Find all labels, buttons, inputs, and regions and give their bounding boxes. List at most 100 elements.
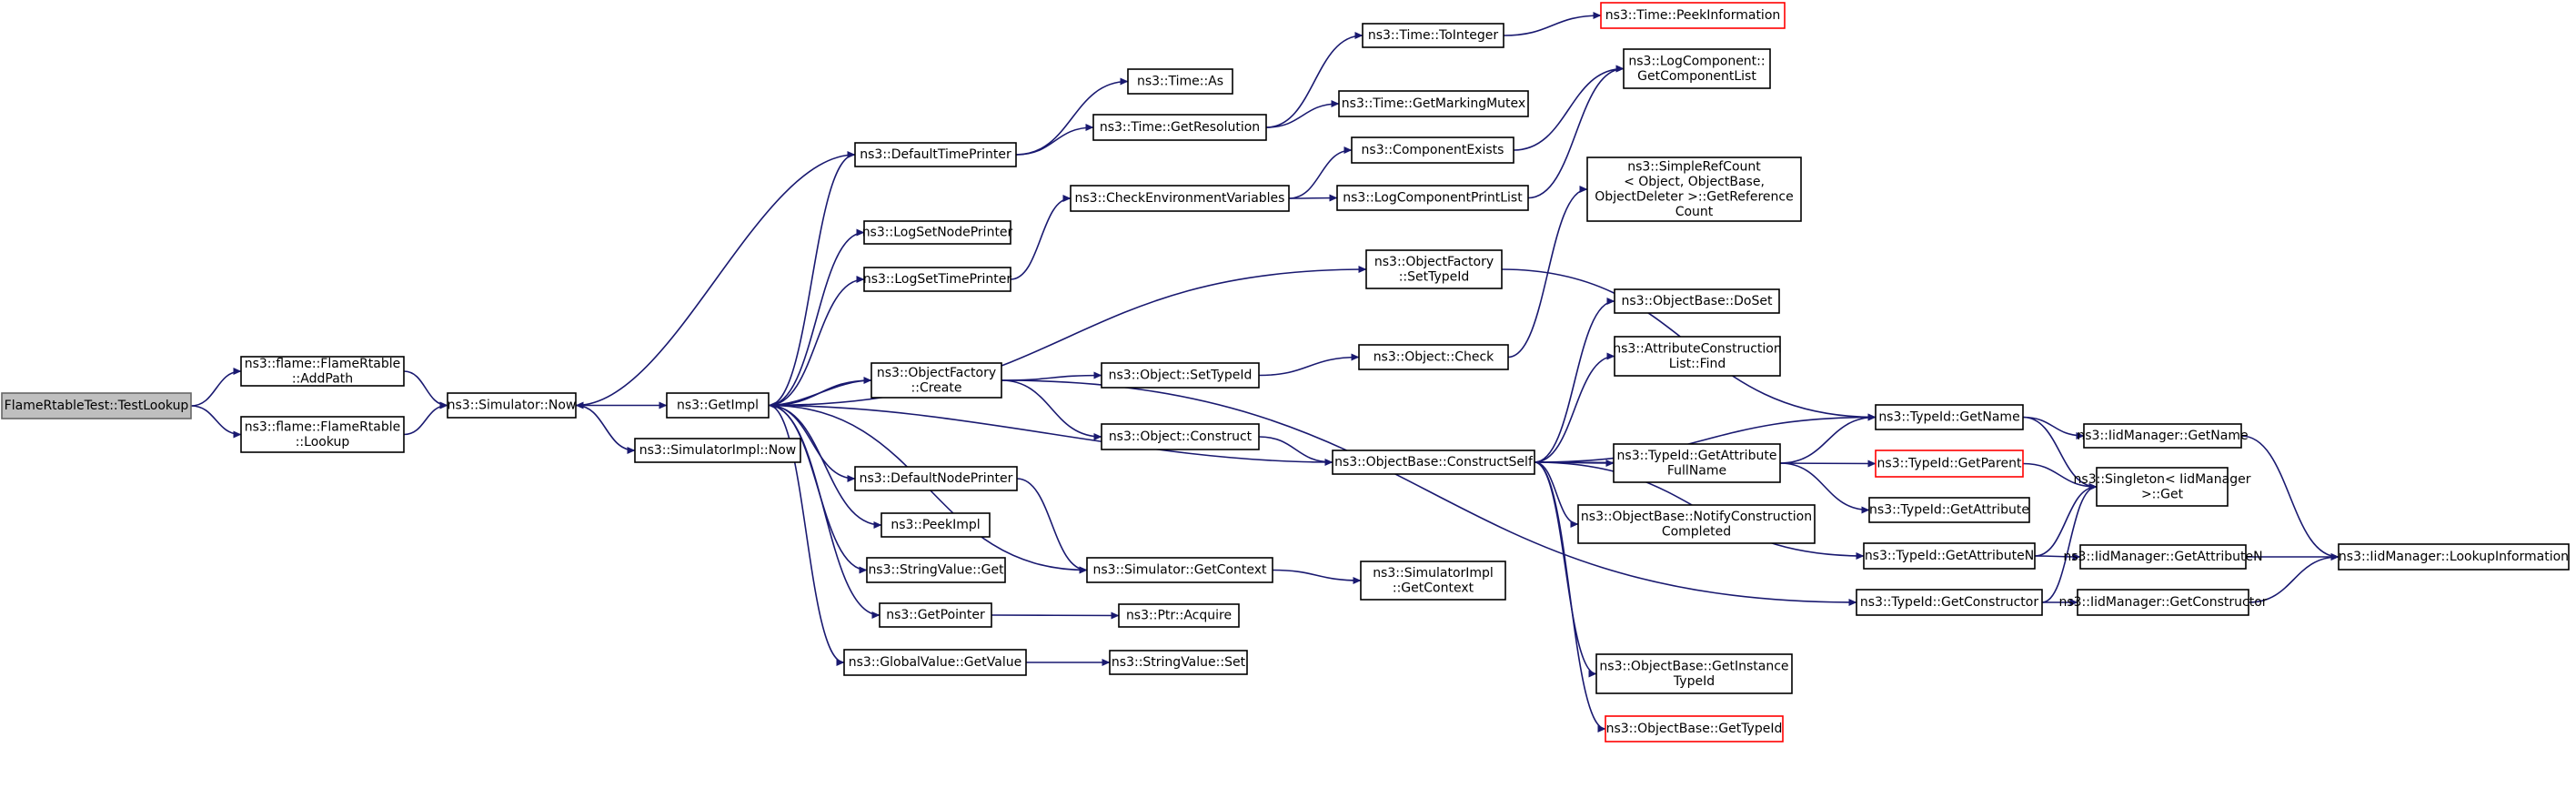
edge-testlookup-to-addpath — [190, 367, 242, 407]
node-logcompgetlist[interactable]: ns3::LogComponent::GetComponentList — [1623, 48, 1771, 89]
node-box — [1613, 443, 1781, 483]
node-box — [1109, 650, 1248, 675]
node-logcomponentprintlist[interactable]: ns3::LogComponentPrintList — [1336, 185, 1529, 211]
node-testlookup[interactable]: FlameRtableTest::TestLookup — [1, 392, 192, 419]
edge-objectsettypeid-to-objectcheck — [1258, 353, 1360, 377]
node-iidmgrgetname[interactable]: ns3::IidManager::GetName — [2077, 423, 2249, 449]
node-typeidgetattribute[interactable]: ns3::TypeId::GetAttribute — [1868, 497, 2030, 523]
node-label: ns3::TypeId::GetAttribute — [1617, 449, 1777, 463]
node-label: ns3::Simulator::Now — [448, 399, 577, 413]
node-box — [1332, 450, 1535, 475]
node-objfactsettypeid[interactable]: ns3::ObjectFactory::SetTypeId — [1365, 249, 1503, 289]
node-objectconstruct[interactable]: ns3::Object::Construct — [1101, 423, 1260, 450]
node-box — [1875, 404, 2024, 430]
node-globalvaluegetvalue[interactable]: ns3::GlobalValue::GetValue — [843, 649, 1027, 676]
edge-logcomponentprintlist-to-logcompgetlist — [1527, 65, 1625, 199]
node-label: ns3::ComponentExists — [1362, 143, 1504, 157]
node-objbaseconstructself[interactable]: ns3::ObjectBase::ConstructSelf — [1332, 450, 1535, 475]
node-box — [447, 392, 577, 419]
node-label: ns3::IidManager::GetConstructor — [2058, 595, 2267, 610]
node-typeidgetconstructor[interactable]: ns3::TypeId::GetConstructor — [1856, 589, 2043, 616]
node-objectcheck[interactable]: ns3::Object::Check — [1358, 344, 1509, 370]
node-singletonget[interactable]: ns3::Singleton< IidManager>::Get — [2074, 467, 2251, 507]
node-typeidgetattributen[interactable]: ns3::TypeId::GetAttributeN — [1863, 542, 2036, 570]
node-label: ns3::DefaultTimePrinter — [860, 147, 1011, 162]
node-label: ns3::LogSetTimePrinter — [863, 272, 1012, 287]
edge-objbaseconstructself-to-objbasegettypeid — [1534, 461, 1606, 732]
node-typeidgetname[interactable]: ns3::TypeId::GetName — [1875, 404, 2024, 430]
node-label: ns3::ObjectBase::GetInstance — [1599, 659, 1788, 673]
node-label: ns3::SimpleRefCount — [1627, 159, 1761, 174]
node-stringvalueset[interactable]: ns3::StringValue::Set — [1109, 650, 1248, 675]
node-logsetnodeprinter[interactable]: ns3::LogSetNodePrinter — [862, 220, 1013, 245]
node-logsettimeprinter[interactable]: ns3::LogSetTimePrinter — [863, 267, 1012, 292]
node-defaulttimeprinter[interactable]: ns3::DefaultTimePrinter — [854, 142, 1017, 167]
node-box — [1101, 362, 1260, 389]
node-label: ns3::LogComponent:: — [1628, 54, 1765, 68]
node-typeidgetparent[interactable]: ns3::TypeId::GetParent — [1875, 450, 2024, 478]
node-label: ns3::GetPointer — [886, 608, 985, 622]
node-getimpl[interactable]: ns3::GetImpl — [666, 392, 770, 419]
edge-getimpl-to-globalvaluegetvalue — [768, 404, 845, 666]
node-objbasegettypeid[interactable]: ns3::ObjectBase::GetTypeId — [1605, 715, 1784, 742]
node-objfactcreate[interactable]: ns3::ObjectFactory::Create — [870, 362, 1002, 399]
node-label: ns3::SimulatorImpl::Now — [639, 443, 797, 458]
edge-objbaseconstructself-to-objbasedoset — [1534, 297, 1615, 463]
node-objectsettypeid[interactable]: ns3::Object::SetTypeId — [1101, 362, 1260, 389]
node-objbasedoset[interactable]: ns3::ObjectBase::DoSet — [1614, 288, 1780, 314]
node-lookup[interactable]: ns3::flame::FlameRtable::Lookup — [240, 416, 405, 453]
edge-defaulttimeprinter-to-simnow — [575, 154, 856, 409]
node-label: List::Find — [1669, 357, 1726, 371]
node-box — [1336, 185, 1529, 211]
node-defaultnodeprinter[interactable]: ns3::DefaultNodePrinter — [854, 466, 1018, 491]
node-box — [854, 142, 1017, 167]
edge-getimpl-to-logsettimeprinter — [768, 275, 865, 407]
node-box — [2096, 467, 2229, 507]
node-simnow[interactable]: ns3::Simulator::Now — [447, 392, 577, 419]
node-componentexists[interactable]: ns3::ComponentExists — [1351, 136, 1514, 164]
node-getpointer[interactable]: ns3::GetPointer — [879, 602, 992, 628]
node-label: ns3::LogSetNodePrinter — [862, 226, 1013, 240]
node-label: ns3::IidManager::GetName — [2077, 429, 2248, 443]
node-iidmgrgetconstructor[interactable]: ns3::IidManager::GetConstructor — [2058, 589, 2268, 616]
edge-objfactcreate-to-typeidgetconstructor — [1001, 379, 1857, 607]
node-label: ns3::ObjectFactory — [877, 366, 996, 380]
node-label: ns3::IidManager::LookupInformation — [2339, 550, 2569, 564]
node-timetointeger[interactable]: ns3::Time::ToInteger — [1362, 23, 1504, 48]
node-stringvalueget[interactable]: ns3::StringValue::Get — [866, 557, 1006, 583]
node-objbasenotify[interactable]: ns3::ObjectBase::NotifyConstructionCompl… — [1577, 504, 1816, 544]
node-simimplgetcontext[interactable]: ns3::SimulatorImpl::GetContext — [1360, 561, 1506, 601]
node-label: ns3::Time::PeekInformation — [1605, 8, 1781, 23]
node-iidmgrlookupinfo[interactable]: ns3::IidManager::LookupInformation — [2338, 543, 2570, 571]
node-box — [1875, 450, 2024, 478]
node-box — [863, 267, 1011, 292]
node-timegetresolution[interactable]: ns3::Time::GetResolution — [1092, 114, 1267, 141]
node-peekimpl[interactable]: ns3::PeekImpl — [880, 512, 991, 538]
node-label: ns3::ObjectBase::ConstructSelf — [1334, 455, 1534, 470]
node-box — [1868, 497, 2030, 523]
node-label: ns3::TypeId::GetAttribute — [1869, 503, 2029, 518]
node-simgetcontext[interactable]: ns3::Simulator::GetContext — [1086, 557, 1273, 583]
edge-checkenv-to-logcomponentprintlist — [1288, 194, 1338, 202]
node-ptracquire[interactable]: ns3::Ptr::Acquire — [1118, 603, 1240, 628]
node-checkenv[interactable]: ns3::CheckEnvironmentVariables — [1070, 185, 1290, 212]
node-box — [1856, 589, 2043, 616]
node-addpath[interactable]: ns3::flame::FlameRtable::AddPath — [240, 356, 405, 387]
node-label: ns3::TypeId::GetParent — [1877, 457, 2022, 471]
node-box — [1086, 557, 1273, 583]
node-timeas[interactable]: ns3::Time::As — [1127, 68, 1233, 95]
node-label: ns3::SimulatorImpl — [1373, 566, 1494, 581]
node-timegetmarkingmutex[interactable]: ns3::Time::GetMarkingMutex — [1338, 90, 1529, 117]
edge-testlookup-to-lookup — [190, 405, 242, 439]
node-box — [880, 512, 991, 538]
node-simimplnow[interactable]: ns3::SimulatorImpl::Now — [634, 438, 801, 463]
node-simplerefcount[interactable]: ns3::SimpleRefCount< Object, ObjectBase,… — [1586, 157, 1802, 222]
node-label: ns3::TypeId::GetName — [1878, 410, 2019, 425]
edge-componentexists-to-logcompgetlist — [1513, 65, 1625, 151]
node-box — [2079, 544, 2247, 570]
node-timepeekinfo[interactable]: ns3::Time::PeekInformation — [1600, 2, 1786, 29]
node-iidmgrgetattributen[interactable]: ns3::IidManager::GetAttributeN — [2063, 544, 2263, 570]
